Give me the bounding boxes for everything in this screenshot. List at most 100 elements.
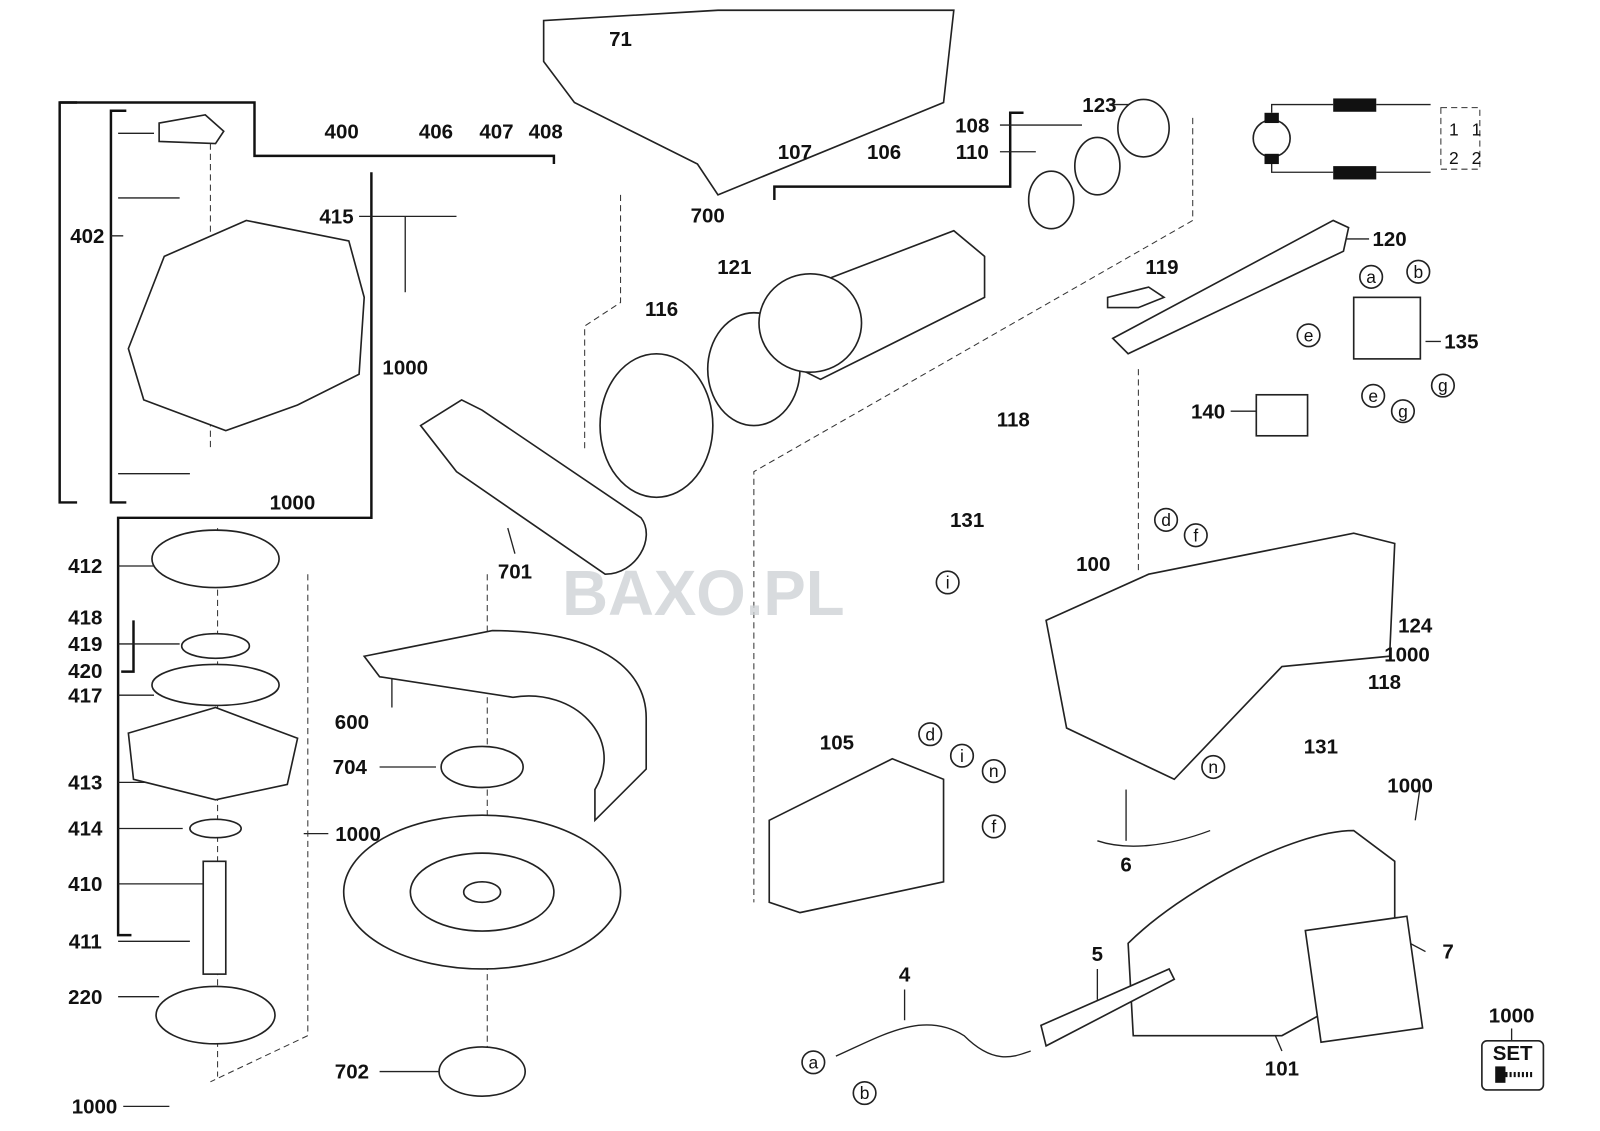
wire-callout-f: f (1183, 523, 1208, 548)
part-label-704: 704 (333, 756, 368, 779)
wire-callout-b: b (1406, 259, 1431, 284)
part-label-124: 124 (1398, 615, 1433, 638)
side-handle-part (419, 398, 648, 576)
part-label-420: 420 (68, 660, 102, 683)
brackets (58, 101, 1024, 937)
suppressor-part (1255, 393, 1309, 437)
svg-text:i: i (946, 573, 950, 593)
wire-callout-i: i (949, 743, 975, 768)
svg-text:e: e (1368, 386, 1378, 406)
part-label-408: 408 (529, 120, 563, 143)
part-label-5: 5 (1092, 943, 1103, 966)
wire-callout-i: i (935, 570, 960, 595)
part-label-119: 119 (1145, 256, 1178, 279)
part-label-71: 71 (609, 28, 632, 51)
part-label-1000: 1000 (382, 356, 428, 379)
wire-callout-n: n (981, 758, 1006, 784)
schematic-contact-label: 2 (1449, 148, 1459, 168)
part-label-415: 415 (319, 206, 353, 229)
part-label-105: 105 (820, 732, 854, 755)
part-label-131: 131 (950, 509, 984, 532)
part-label-106: 106 (867, 141, 901, 164)
part-label-600: 600 (335, 711, 369, 734)
part-label-116: 116 (645, 298, 678, 321)
switch-lever-part (1106, 286, 1166, 309)
part-label-118: 118 (1368, 671, 1401, 694)
part-label-702: 702 (335, 1061, 369, 1084)
wire-callout-d: d (918, 722, 943, 747)
set-badge-text: SET (1493, 1042, 1533, 1065)
part-label-407: 407 (479, 120, 513, 143)
part-label-700: 700 (691, 205, 725, 228)
wire-callout-a: a (1359, 264, 1384, 289)
part-label-220: 220 (68, 986, 102, 1009)
bevel-gear-part (151, 529, 280, 589)
part-label-1000: 1000 (1387, 775, 1433, 798)
watermark-text: BAXO.PL (562, 558, 845, 629)
part-label-140: 140 (1191, 400, 1225, 423)
wire-callout-b: b (852, 1080, 877, 1106)
clamp-nut-part (438, 1046, 527, 1097)
part-label-402: 402 (70, 225, 104, 248)
svg-text:b: b (860, 1083, 870, 1103)
baffle-part (599, 352, 714, 499)
schematic-contact-label: 2 (1472, 148, 1482, 168)
wire-callout-a: a (801, 1050, 826, 1075)
wheel-guard-part (362, 629, 648, 823)
svg-text:e: e (1304, 325, 1314, 345)
parts (127, 9, 1545, 1097)
part-label-100: 100 (1076, 553, 1110, 576)
part-label-110: 110 (956, 141, 989, 164)
part-label-411: 411 (69, 930, 102, 953)
part-label-1000: 1000 (72, 1096, 118, 1119)
part-label-1000: 1000 (1489, 1004, 1535, 1027)
svg-text:d: d (925, 724, 935, 744)
svg-text:b: b (1413, 262, 1423, 282)
part-label-118: 118 (997, 409, 1030, 432)
circuit-schematic (1252, 98, 1481, 180)
schematic-contact-label: 1 (1449, 119, 1459, 139)
part-label-108: 108 (955, 114, 989, 137)
part-label-107: 107 (778, 141, 812, 164)
switch-part (1352, 296, 1422, 360)
part-label-400: 400 (325, 120, 359, 143)
schematic-contact-label: 1 (1472, 119, 1482, 139)
wire-callout-e: e (1296, 323, 1321, 348)
wire-callout-n: n (1201, 754, 1226, 780)
field-part (768, 757, 945, 914)
wire-callout-e: e (1361, 383, 1386, 408)
part-label-406: 406 (419, 120, 453, 143)
part-label-413: 413 (68, 772, 102, 795)
svg-text:f: f (991, 817, 996, 837)
wire-callout-f: f (981, 814, 1006, 839)
part-label-419: 419 (68, 633, 102, 656)
svg-text:n: n (989, 761, 999, 781)
cable-part (835, 1024, 1031, 1058)
part-label-101: 101 (1265, 1058, 1299, 1081)
svg-text:a: a (808, 1052, 818, 1072)
wire-callout-g: g (1430, 373, 1456, 398)
spindle-lock-part (158, 113, 225, 145)
part-label-418: 418 (68, 606, 102, 629)
part-label-6: 6 (1120, 854, 1131, 877)
part-label-414: 414 (68, 818, 103, 841)
part-label-1000: 1000 (335, 823, 381, 846)
svg-text:d: d (1161, 510, 1171, 530)
part-label-1000: 1000 (270, 492, 316, 515)
carry-case-part (542, 9, 955, 196)
bearing-flange-part (127, 706, 299, 801)
part-label-1000: 1000 (1384, 643, 1430, 666)
part-label-131: 131 (1304, 736, 1338, 759)
part-label-135: 135 (1444, 331, 1478, 354)
retaining-plate-part (155, 985, 276, 1045)
flange-part (440, 745, 524, 789)
svg-text:a: a (1366, 267, 1376, 287)
wire-callout-d: d (1153, 507, 1179, 532)
part-label-120: 120 (1372, 228, 1406, 251)
label-part (1304, 915, 1424, 1044)
part-label-417: 417 (68, 684, 102, 707)
cable-sleeve-part (1040, 967, 1176, 1048)
motor-housing-part (1045, 532, 1396, 781)
part-label-7: 7 (1442, 941, 1453, 964)
